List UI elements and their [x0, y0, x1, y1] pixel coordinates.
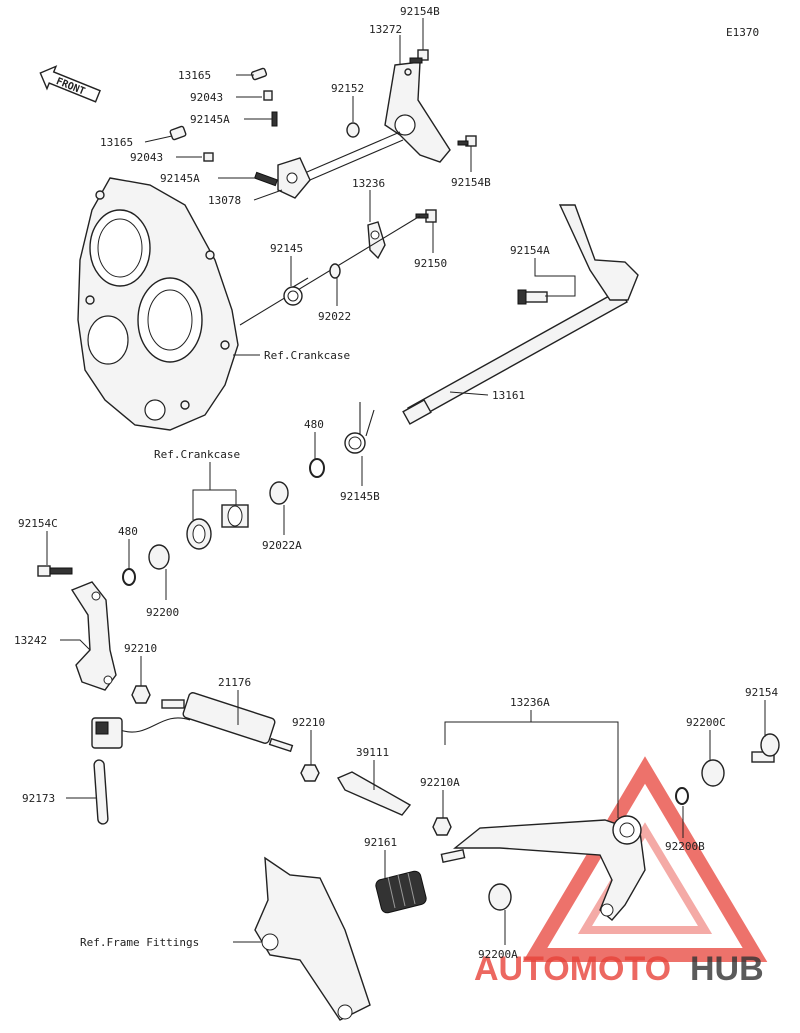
part-13165-a: [250, 67, 268, 81]
label-92145A-a: 92145A: [190, 113, 230, 126]
label-13236A: 13236A: [510, 696, 550, 709]
label-92200C: 92200C: [686, 716, 726, 729]
nut-92210-b: [300, 764, 320, 782]
drum-13078: [277, 157, 311, 199]
washer-92200: [148, 544, 170, 570]
label-92145A-b: 92145A: [160, 172, 200, 185]
shaft-13161: [402, 204, 639, 425]
ring-480-a: [309, 458, 325, 478]
label-480-b: 480: [118, 525, 138, 538]
label-480-a: 480: [304, 418, 324, 431]
watermark-logo: [522, 756, 768, 962]
watermark-text-b: HUB: [690, 950, 764, 988]
label-13165-b: 13165: [100, 136, 133, 149]
label-92152: 92152: [331, 82, 364, 95]
label-ref-crankcase-2: Ref.Crankcase: [154, 448, 240, 461]
label-92210-a: 92210: [124, 642, 157, 655]
label-92150: 92150: [414, 257, 447, 270]
bolt-92154: [751, 733, 780, 763]
spring-92145B: [344, 402, 375, 454]
bolt-92154B-top: [409, 49, 429, 64]
label-92173: 92173: [22, 792, 55, 805]
rod-39111: [336, 771, 412, 816]
label-92154C: 92154C: [18, 517, 58, 530]
rubber-92161: [375, 870, 427, 914]
label-92200A: 92200A: [478, 948, 518, 961]
label-13272: 13272: [369, 23, 402, 36]
connector-92173-plug: [91, 717, 123, 749]
label-92200B: 92200B: [665, 840, 705, 853]
label-21176: 21176: [218, 676, 251, 689]
label-92154B-right: 92154B: [451, 176, 491, 189]
oil-seal: [186, 518, 212, 550]
label-92200: 92200: [146, 606, 179, 619]
band-92173: [93, 759, 109, 825]
part-labels: 92154B 13272 13165 92043 92145A 92152 13…: [14, 5, 778, 961]
nut-92210-a: [131, 685, 151, 704]
label-92154A: 92154A: [510, 244, 550, 257]
bolt-92154C: [37, 565, 73, 577]
front-arrow-icon: FRONT: [39, 65, 101, 103]
label-92043-b: 92043: [130, 151, 163, 164]
label-92145B: 92145B: [340, 490, 380, 503]
label-92022: 92022: [318, 310, 351, 323]
label-92154: 92154: [745, 686, 778, 699]
bolt-92154A: [517, 289, 548, 305]
label-13161: 13161: [492, 389, 525, 402]
watermark-text-a: AUTOMOTO: [474, 950, 671, 988]
label-13078: 13078: [208, 194, 241, 207]
label-92022A: 92022A: [262, 539, 302, 552]
rod-21176: [119, 692, 294, 753]
label-ref-crankcase-1: Ref.Crankcase: [264, 349, 350, 362]
label-92210A: 92210A: [420, 776, 460, 789]
ring-92200B: [675, 787, 689, 805]
label-13236: 13236: [352, 177, 385, 190]
part-13165-b: [169, 125, 187, 141]
plate-13272: [384, 61, 451, 163]
lever-13236: [367, 221, 386, 260]
spring-92145A-b: [253, 171, 279, 187]
washer-92152: [346, 122, 360, 138]
label-13242: 13242: [14, 634, 47, 647]
label-92145: 92145: [270, 242, 303, 255]
pedal-13236A: [440, 815, 646, 921]
label-92161: 92161: [364, 836, 397, 849]
label-92043-a: 92043: [190, 91, 223, 104]
label-92210-b: 92210: [292, 716, 325, 729]
diagram-code: E1370: [726, 26, 759, 39]
leader-lines: [46, 18, 766, 945]
label-39111: 39111: [356, 746, 389, 759]
spring-92145A-a: [271, 111, 278, 127]
frame-bracket: [254, 856, 371, 1021]
washer-92022A: [269, 481, 289, 505]
ring-480-b: [122, 568, 136, 586]
bolt-92150: [415, 209, 437, 223]
pin-92043-b: [203, 152, 214, 162]
label-ref-frame: Ref.Frame Fittings: [80, 936, 199, 949]
lever-13242: [70, 581, 117, 691]
pin-92043-a: [263, 90, 273, 101]
washer-92200C: [701, 759, 725, 787]
washer-92200A: [488, 883, 512, 911]
label-92154B-top: 92154B: [400, 5, 440, 18]
label-13165-a: 13165: [178, 69, 211, 82]
spring-92145: [283, 277, 309, 306]
bolt-92154B-right: [457, 135, 477, 147]
washer-92022: [329, 263, 341, 279]
crankcase-cover: [77, 177, 239, 431]
nut-92210A: [432, 817, 452, 836]
needle-bearing: [221, 504, 249, 528]
